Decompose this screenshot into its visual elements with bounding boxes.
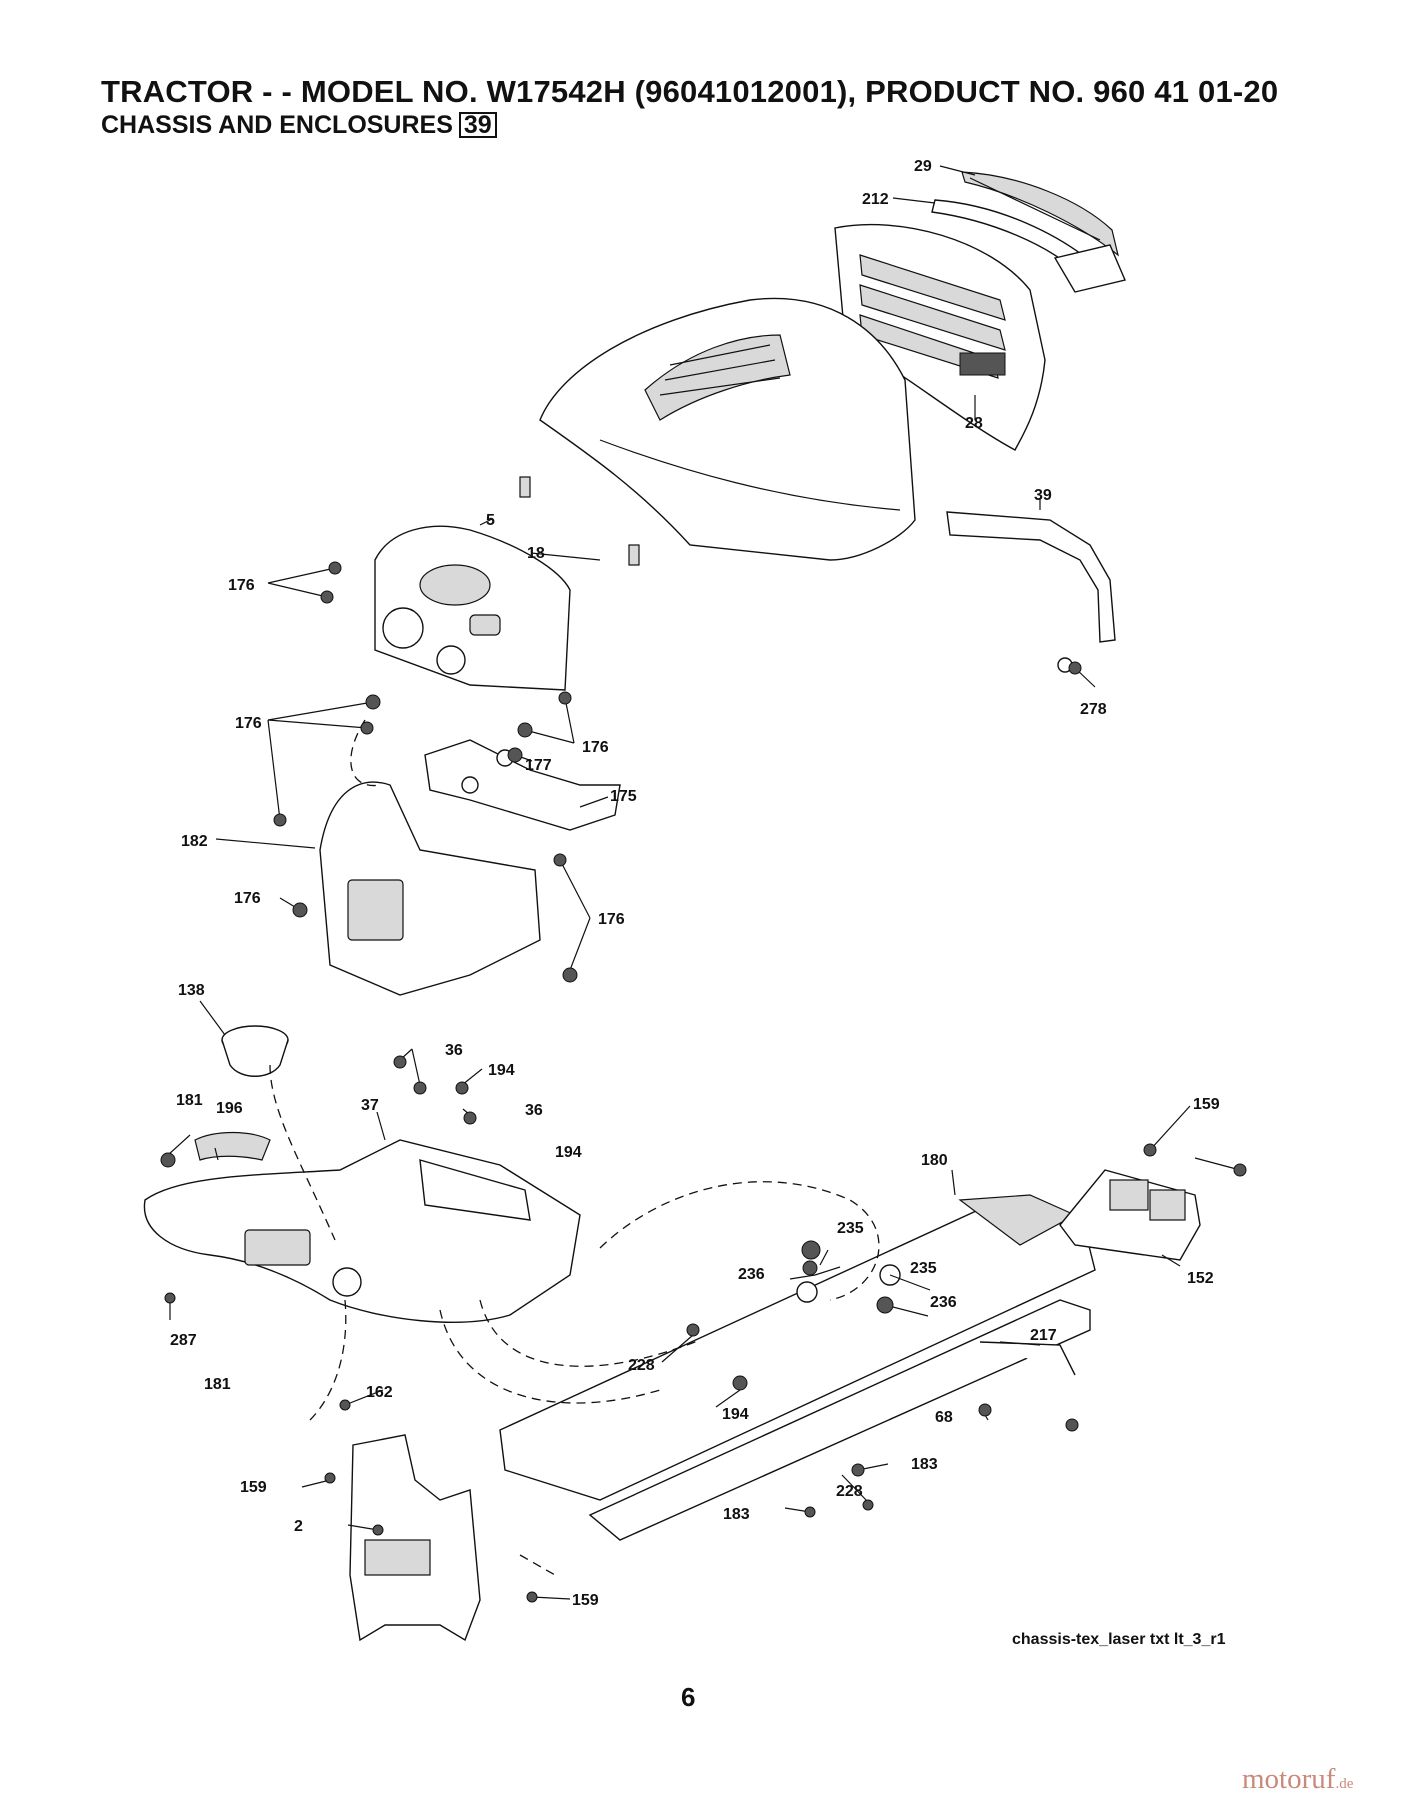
callout-176: 176 [234, 890, 261, 907]
callout-5: 5 [486, 512, 495, 529]
callout-36: 36 [445, 1042, 463, 1059]
callout-182: 182 [181, 833, 208, 850]
callout-138: 138 [178, 982, 205, 999]
callout-159: 159 [240, 1479, 267, 1496]
page-number: 6 [681, 1682, 696, 1712]
part-18-pad[interactable] [628, 544, 640, 566]
callout-183: 183 [723, 1506, 750, 1523]
part-grille-housing[interactable] [834, 223, 1046, 451]
callout-152: 152 [1187, 1270, 1214, 1287]
section-name: CHASSIS AND ENCLOSURES [101, 111, 453, 139]
callout-176: 176 [598, 911, 625, 928]
routing-line [599, 1181, 880, 1301]
routing-line [269, 1064, 336, 1241]
callout-235: 235 [837, 1220, 864, 1237]
callout-181: 181 [176, 1092, 203, 1109]
callout-2: 2 [294, 1518, 303, 1535]
part-196-plate[interactable] [194, 1131, 271, 1161]
callout-39: 39 [1034, 487, 1052, 504]
part-hood[interactable] [539, 297, 916, 561]
callout-18: 18 [527, 545, 545, 562]
callout-236: 236 [738, 1266, 765, 1283]
callout-194: 194 [555, 1144, 582, 1161]
part-138-boot[interactable] [221, 1025, 289, 1077]
callout-196: 196 [216, 1100, 243, 1117]
routing-line [309, 1299, 347, 1421]
callout-287: 287 [170, 1332, 197, 1349]
callout-236: 236 [930, 1294, 957, 1311]
routing-line [519, 1554, 556, 1576]
callout-159: 159 [1193, 1096, 1220, 1113]
callout-37: 37 [361, 1097, 379, 1114]
callout-180: 180 [921, 1152, 948, 1169]
part-18-pad[interactable] [519, 476, 531, 498]
callout-278: 278 [1080, 701, 1107, 718]
callout-217: 217 [1030, 1327, 1057, 1344]
callout-194: 194 [722, 1406, 749, 1423]
part-29-hood-trim[interactable] [961, 171, 1119, 257]
callout-181: 181 [204, 1376, 231, 1393]
part-5-dash-panel[interactable] [374, 525, 571, 691]
callout-28: 28 [965, 415, 983, 432]
watermark-logo: motoruf.de [1242, 1763, 1354, 1795]
page-title: TRACTOR - - MODEL NO. W17542H (960410120… [101, 74, 1279, 109]
callout-159: 159 [572, 1592, 599, 1609]
callout-177: 177 [525, 757, 552, 774]
routing-line [350, 719, 381, 787]
hardware-fasteners [160, 561, 1247, 1603]
callout-176: 176 [582, 739, 609, 756]
callout-labels: 29 212 28 5 18 176 176 176 176 176 177 1… [170, 158, 1220, 1609]
part-182-dash-enclosure[interactable] [319, 781, 541, 996]
part-152-plate[interactable] [1059, 1169, 1201, 1261]
callout-68: 68 [935, 1409, 953, 1426]
callout-228: 228 [836, 1483, 863, 1500]
part-39-bracket[interactable] [946, 511, 1116, 673]
callout-176: 176 [228, 577, 255, 594]
part-37-footrest[interactable] [143, 1139, 581, 1323]
part-2-front-bracket[interactable] [349, 1434, 481, 1642]
routing-line [439, 1309, 661, 1404]
callout-175: 175 [610, 788, 637, 805]
part-212-grille-bar[interactable] [931, 199, 1126, 293]
callout-29: 29 [914, 158, 932, 175]
callout-36: 36 [525, 1102, 543, 1119]
routing-line [479, 1299, 701, 1367]
callout-183: 183 [911, 1456, 938, 1473]
part-180-frame[interactable] [499, 1194, 1096, 1541]
callout-235: 235 [910, 1260, 937, 1277]
callout-194: 194 [488, 1062, 515, 1079]
section-number-badge: 39 [458, 112, 497, 138]
drawing-reference: chassis-tex_laser txt lt_3_r1 [1012, 1631, 1226, 1648]
callout-212: 212 [862, 191, 889, 208]
callout-162: 162 [366, 1384, 393, 1401]
callout-228: 228 [628, 1357, 655, 1374]
callout-176: 176 [235, 715, 262, 732]
